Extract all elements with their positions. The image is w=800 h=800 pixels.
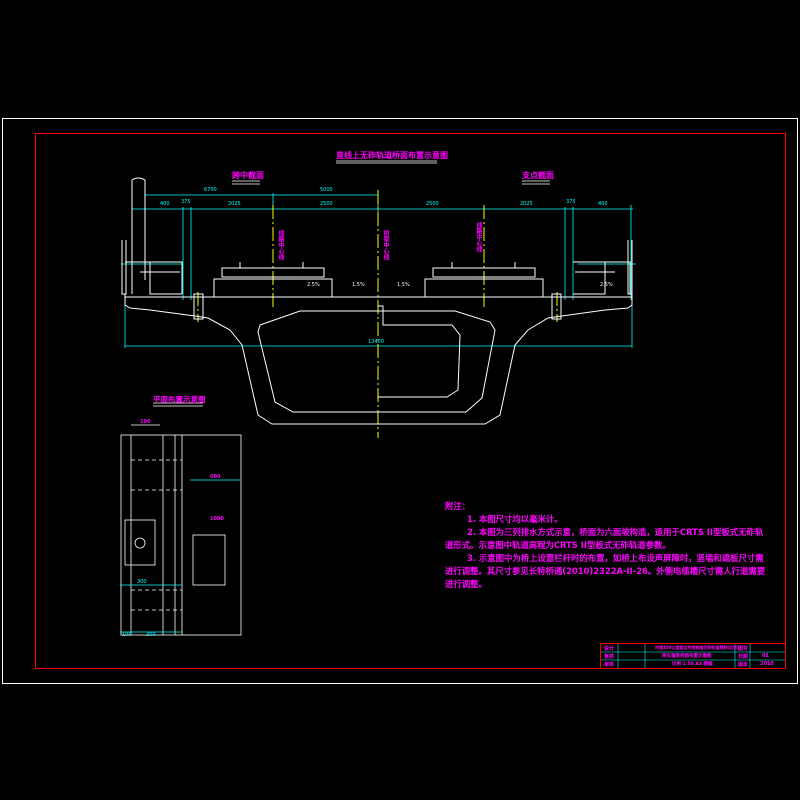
box-girder-section: [121, 177, 633, 425]
section-left-label: 跨中截面: [232, 171, 264, 180]
inner-frame: [35, 133, 786, 669]
slope-label: 1.5%: [397, 282, 410, 288]
note-item: 1. 本图尺寸均以毫米计。: [467, 514, 563, 524]
dim-text: 2500: [320, 201, 333, 207]
section-right-label: 支点截面: [522, 171, 554, 180]
note-item: 2. 本图为三列排水方式示意，桥面为六面坡构造，适用于CRTS II型板式无砟轨…: [445, 527, 764, 550]
tb-right-label: 日期: [738, 654, 749, 660]
tb-label-review: 审核: [604, 662, 615, 668]
plan-view: [120, 424, 242, 636]
dim-text: 13400: [368, 339, 384, 345]
plan-dim: 300: [137, 579, 147, 585]
main-title: 直线上无砟轨道桥面布置示意图: [336, 151, 448, 160]
dim-text: 2025: [520, 201, 533, 207]
outer-frame: [2, 118, 798, 684]
centerline-label: 桥梁中心线: [382, 230, 389, 260]
tb-right-label: 版本: [738, 662, 749, 668]
slope-label: 2.5%: [307, 282, 320, 288]
tb-right-label: 图号: [738, 646, 749, 652]
tb-right-value: 2010: [760, 661, 774, 667]
title-block: [600, 643, 786, 669]
dim-text: 375: [181, 199, 191, 205]
centerline-label: 线路中心线: [277, 230, 284, 260]
plan-title: 平面布置示意图: [153, 395, 206, 404]
note-item: 3. 示意图中为桥上设置栏杆时的布置，如桥上布设声屏障时，竖墙和遮板尺寸需进行调…: [445, 553, 766, 589]
dim-text: 5000: [320, 187, 333, 193]
tb-scale: 比例 1:50 A3 图幅: [672, 662, 713, 667]
dim-text: 6700: [204, 187, 217, 193]
tb-title-line1: 时速350公里客运专线铁路无砟轨道预制(后张): [655, 645, 740, 650]
tb-label-check: 复核: [604, 654, 615, 660]
slope-label: 2.5%: [600, 282, 613, 288]
tb-right-value: 01: [762, 653, 769, 659]
plan-dim: 100: [122, 632, 132, 638]
plan-dim: 600: [210, 474, 221, 480]
notes-heading: 附注：: [445, 501, 471, 511]
slope-label: 1.5%: [352, 282, 365, 288]
dim-text: 2500: [426, 201, 439, 207]
title-underlines: [153, 160, 550, 407]
centerline-label: 线路中心线: [475, 222, 482, 252]
tb-title-line2: 简支箱梁桥面布置示意图: [662, 654, 712, 659]
plan-dim: 1000: [210, 516, 224, 522]
dim-text: 400: [160, 201, 170, 207]
dim-text: 2025: [228, 201, 241, 207]
plan-dim-lines: [120, 479, 240, 633]
tb-label-design: 设计: [604, 646, 615, 652]
dim-text: 375: [566, 199, 576, 205]
notes-block: 附注： 1. 本图尺寸均以毫米计。 2. 本图为三列排水方式示意，桥面为六面坡构…: [445, 500, 770, 591]
plan-dim: 100: [140, 419, 151, 425]
dim-text: 400: [598, 201, 608, 207]
plan-dim: 300: [146, 632, 156, 638]
